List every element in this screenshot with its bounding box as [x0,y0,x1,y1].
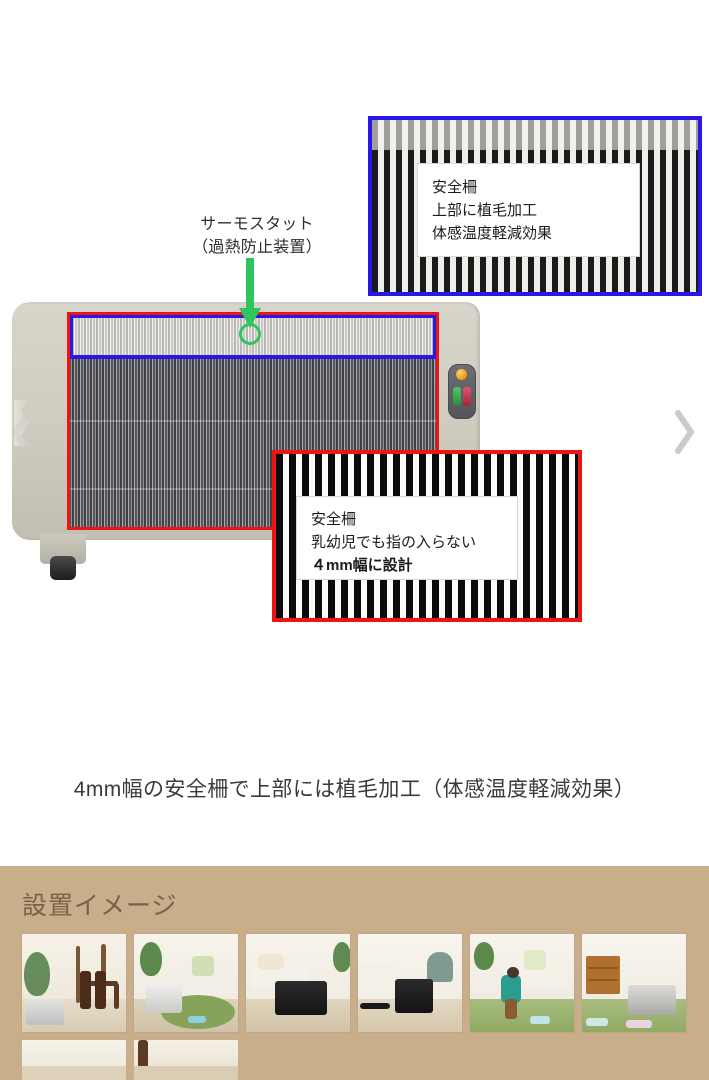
control-button-green[interactable] [453,387,461,406]
flocking-texture [372,120,698,150]
thumbnail-item[interactable] [22,934,126,1032]
thumbnail-item[interactable] [582,934,686,1032]
thermostat-location-marker [239,323,261,345]
heater-control-panel[interactable] [448,364,476,419]
thermostat-label-line-2: （過熱防止装置） [192,238,322,256]
thumbnail-strip [22,934,694,1032]
callout-top-flocking: 安全柵 上部に植毛加工 体感温度軽減効果 [417,163,640,257]
thumbnail-item[interactable] [358,934,462,1032]
grille-highlight [69,488,437,490]
callout-bottom-line-2: 乳幼児でも指の入らない [311,533,477,551]
callout-bottom-line-3: ４mm幅に設計 [311,556,413,574]
installation-images-section: 設置イメージ [0,866,709,1080]
product-image-gallery: サーモスタット （過熱防止装置） 安全柵 上部に植毛加工 体感温度軽減効果 安全… [4,116,702,622]
callout-bottom-line-1: 安全柵 [311,511,357,528]
callout-top-line-1: 安全柵 [432,179,478,196]
thumbnail-item[interactable] [470,934,574,1032]
section-title: 設置イメージ [22,892,178,920]
thumbnail-strip-row-2 [22,1040,694,1080]
grille-highlight [69,420,437,422]
chevron-left-icon[interactable] [4,404,38,460]
thumbnail-item[interactable] [246,934,350,1032]
caster-wheel-left [50,556,76,580]
thumbnail-item[interactable] [134,934,238,1032]
callout-top-line-2: 上部に植毛加工 [432,201,538,219]
thermostat-label-line-1: サーモスタット [200,216,314,233]
callout-bottom-safety-fence: 安全柵 乳幼児でも指の入らない ４mm幅に設計 [296,496,518,580]
thumbnail-item[interactable] [134,1040,238,1080]
callout-top-line-3: 体感温度軽減効果 [432,224,553,242]
chevron-right-icon[interactable] [667,404,701,460]
power-lamp-icon [456,369,467,380]
gallery-caption: 4mm幅の安全柵で上部には植毛加工（体感温度軽減効果） [73,778,636,801]
heater-product-image [12,302,480,580]
green-down-arrow-icon [236,258,264,330]
control-button-red[interactable] [463,387,471,406]
thumbnail-item[interactable] [22,1040,126,1080]
thermostat-annotation-label: サーモスタット （過熱防止装置） [182,214,332,259]
